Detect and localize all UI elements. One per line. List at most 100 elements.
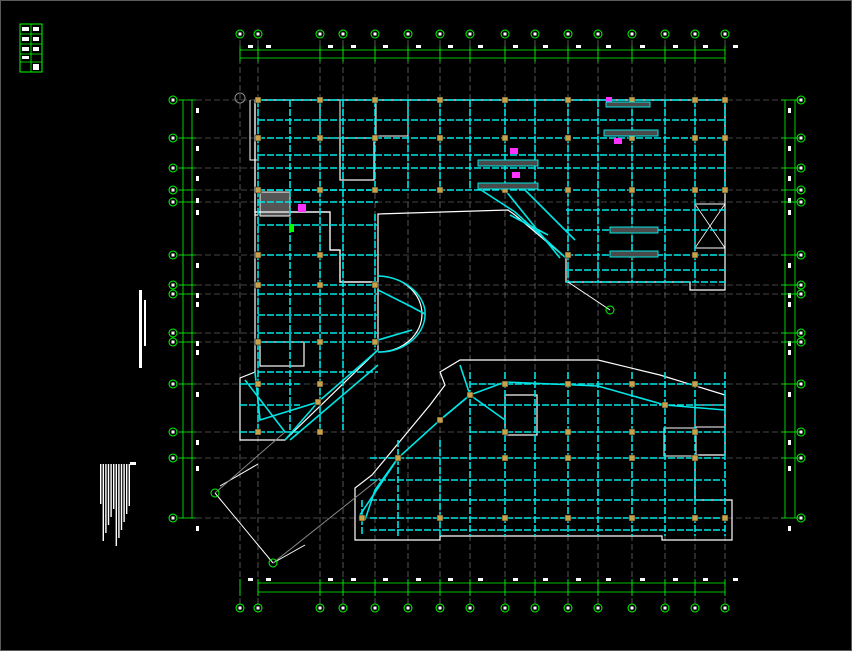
axis-bubble[interactable] — [370, 603, 380, 613]
axis-bubble[interactable] — [690, 29, 700, 39]
dimension-text-mark — [351, 578, 356, 581]
axis-bubble-text — [799, 253, 803, 257]
axis-bubble-text — [596, 606, 600, 610]
axis-bubble[interactable] — [465, 603, 475, 613]
axis-bubble[interactable] — [435, 29, 445, 39]
axis-bubble[interactable] — [796, 337, 806, 347]
axis-bubble[interactable] — [168, 95, 178, 105]
axis-bubble-text — [468, 606, 472, 610]
column — [721, 514, 729, 522]
axis-bubble[interactable] — [168, 133, 178, 143]
axis-bubble[interactable] — [168, 337, 178, 347]
axis-bubble-text — [799, 166, 803, 170]
axis-bubble[interactable] — [796, 250, 806, 260]
axis-bubble[interactable] — [690, 603, 700, 613]
dimension-text-mark — [328, 578, 333, 581]
dimension-text-mark — [448, 45, 453, 48]
axis-bubble[interactable] — [563, 603, 573, 613]
dimension-text-mark — [196, 176, 199, 181]
axis-bubble[interactable] — [593, 29, 603, 39]
dimension-text-mark — [383, 578, 388, 581]
dimension-text-mark — [196, 440, 199, 445]
axis-bubble-text — [341, 32, 345, 36]
axis-bubble-text — [238, 606, 242, 610]
axis-bubble[interactable] — [168, 513, 178, 523]
axis-bubble[interactable] — [338, 603, 348, 613]
axis-bubble[interactable] — [593, 603, 603, 613]
axis-bubble-text — [171, 136, 175, 140]
axis-bubble[interactable] — [660, 603, 670, 613]
axis-bubble[interactable] — [796, 163, 806, 173]
axis-bubble[interactable] — [315, 603, 325, 613]
axis-bubble-text — [799, 382, 803, 386]
column — [501, 96, 509, 104]
axis-bubbles[interactable] — [168, 29, 806, 613]
axis-bubble-text — [171, 188, 175, 192]
notes-line — [102, 464, 104, 541]
column — [564, 514, 572, 522]
axis-bubble-text — [799, 516, 803, 520]
axis-bubble[interactable] — [235, 29, 245, 39]
axis-bubble[interactable] — [627, 603, 637, 613]
axis-bubble[interactable] — [370, 29, 380, 39]
axis-bubble[interactable] — [796, 379, 806, 389]
dimension-text-mark — [196, 392, 199, 397]
axis-bubble[interactable] — [168, 453, 178, 463]
axis-bubble-text — [171, 166, 175, 170]
axis-bubble[interactable] — [627, 29, 637, 39]
axis-bubble[interactable] — [403, 603, 413, 613]
axis-bubble[interactable] — [500, 29, 510, 39]
section-marker-bubbles[interactable] — [210, 92, 615, 568]
axis-bubble[interactable] — [796, 95, 806, 105]
axis-bubble[interactable] — [168, 289, 178, 299]
axis-bubble[interactable] — [796, 427, 806, 437]
column — [721, 134, 729, 142]
axis-bubble[interactable] — [796, 133, 806, 143]
diagonal-beams — [244, 187, 726, 521]
dimension-text-mark — [543, 578, 548, 581]
axis-bubble[interactable] — [168, 427, 178, 437]
dimension-text-mark — [733, 578, 738, 581]
axis-bubble[interactable] — [530, 29, 540, 39]
axis-bubble[interactable] — [500, 603, 510, 613]
axis-bubble[interactable] — [338, 29, 348, 39]
column — [628, 186, 636, 194]
axis-bubble[interactable] — [403, 29, 413, 39]
axis-bubble[interactable] — [235, 603, 245, 613]
axis-bubble[interactable] — [530, 603, 540, 613]
axis-bubble[interactable] — [168, 250, 178, 260]
column — [691, 454, 699, 462]
axis-bubble[interactable] — [168, 185, 178, 195]
axis-bubble[interactable] — [315, 29, 325, 39]
axis-bubble[interactable] — [660, 29, 670, 39]
axis-bubble[interactable] — [796, 328, 806, 338]
axis-bubble[interactable] — [435, 603, 445, 613]
column — [628, 454, 636, 462]
column — [316, 251, 324, 259]
axis-bubble[interactable] — [796, 197, 806, 207]
axis-bubble[interactable] — [796, 185, 806, 195]
axis-bubble[interactable] — [796, 289, 806, 299]
axis-bubble[interactable] — [720, 603, 730, 613]
axis-bubble-text — [693, 606, 697, 610]
dimension-text-mark — [606, 578, 611, 581]
notes-line — [107, 464, 110, 525]
axis-bubble[interactable] — [465, 29, 475, 39]
axis-bubble[interactable] — [796, 280, 806, 290]
axis-bubble[interactable] — [720, 29, 730, 39]
axis-bubble[interactable] — [168, 328, 178, 338]
dimension-text-mark — [196, 198, 199, 203]
axis-bubble[interactable] — [168, 280, 178, 290]
axis-bubble[interactable] — [168, 197, 178, 207]
axis-bubble-text — [171, 253, 175, 257]
axis-bubble[interactable] — [168, 163, 178, 173]
axis-bubble[interactable] — [253, 603, 263, 613]
axis-bubble[interactable] — [796, 513, 806, 523]
dimension-text-mark — [640, 45, 645, 48]
axis-bubble-text — [799, 98, 803, 102]
axis-bubble[interactable] — [168, 379, 178, 389]
axis-bubble[interactable] — [563, 29, 573, 39]
axis-bubble[interactable] — [796, 453, 806, 463]
axis-bubble[interactable] — [253, 29, 263, 39]
